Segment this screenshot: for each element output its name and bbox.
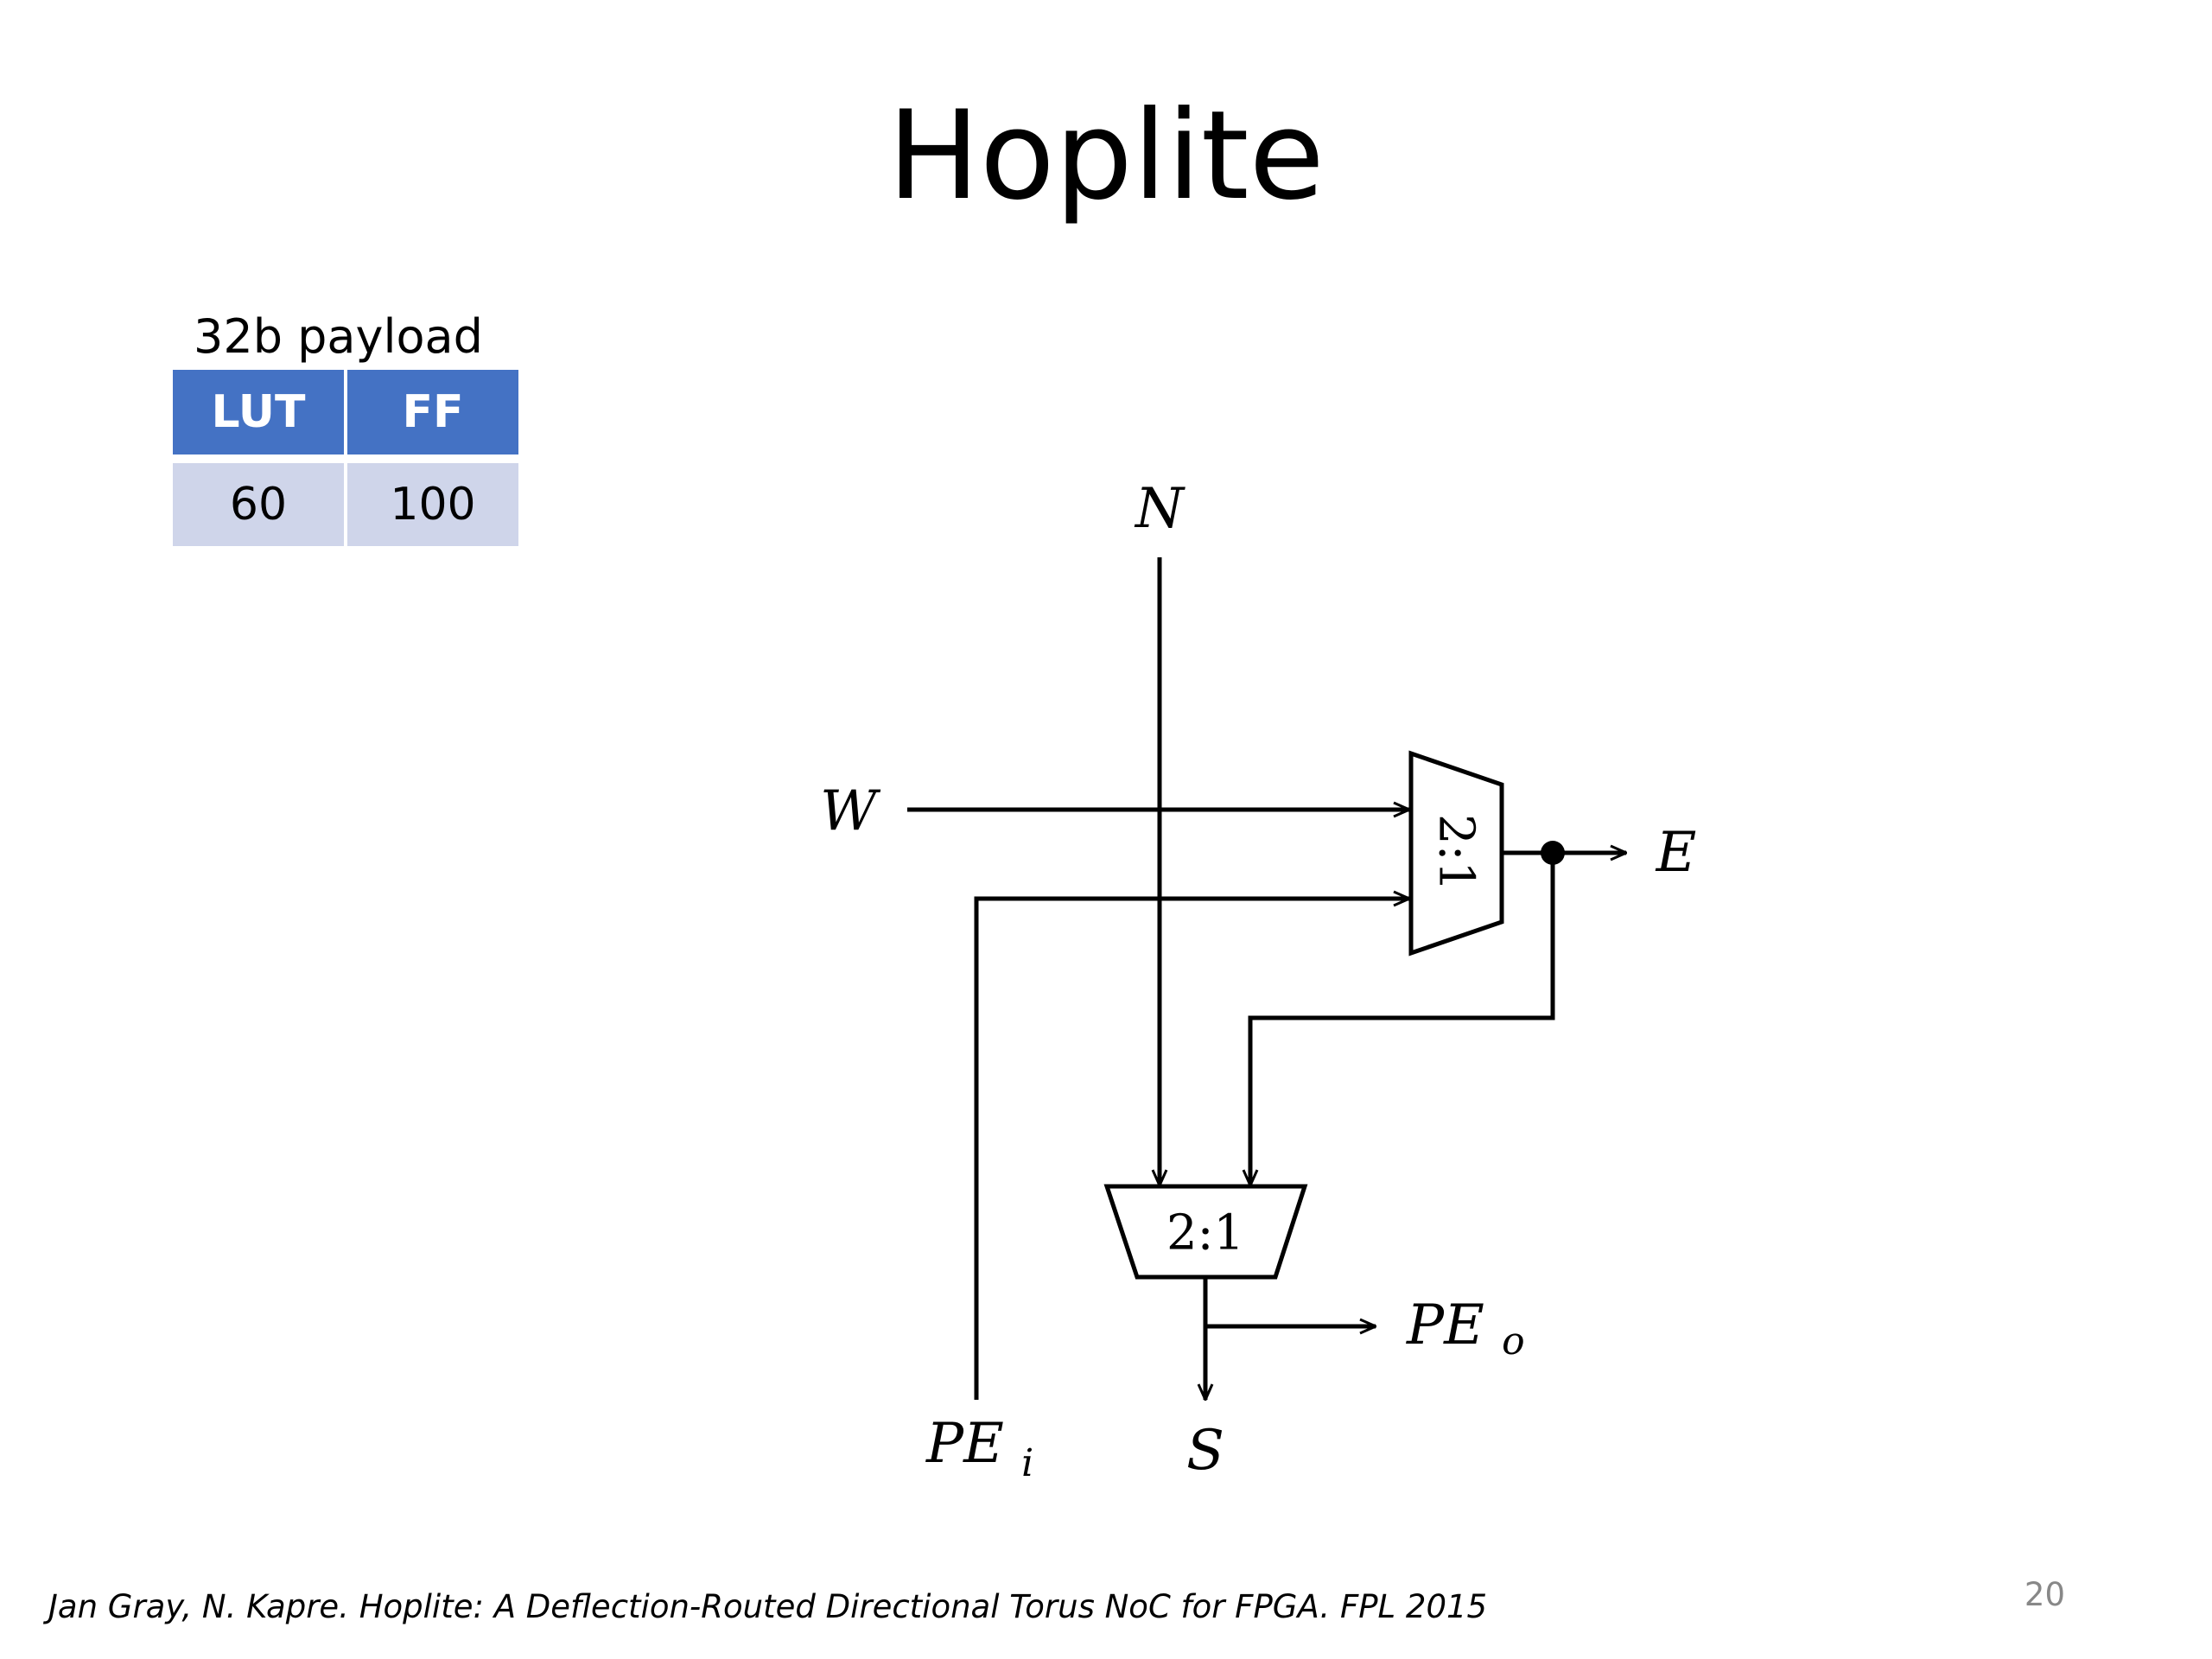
junction-dot xyxy=(1541,841,1565,865)
pe-in-text: PE xyxy=(925,1412,1004,1476)
mux-south xyxy=(1103,1184,1308,1280)
mux-east xyxy=(1408,750,1504,957)
port-label-west: W xyxy=(820,779,881,843)
header-lut: LUT xyxy=(173,370,347,463)
header-ff: FF xyxy=(346,370,518,463)
wire-feedback xyxy=(1250,853,1555,1185)
mux-east-label: 2:1 xyxy=(1428,814,1484,892)
page-number: 20 xyxy=(2024,1576,2065,1613)
wire-pe-in xyxy=(974,899,1409,1400)
port-label-north: N xyxy=(1134,477,1185,541)
value-lut: 60 xyxy=(173,459,347,546)
port-label-pe-out: PE o xyxy=(1406,1294,1525,1363)
port-label-pe-in: PE i xyxy=(925,1412,1033,1485)
mux-south-label: 2:1 xyxy=(1166,1205,1244,1262)
value-ff: 100 xyxy=(346,459,518,546)
resource-table-value-row: 60 100 xyxy=(173,459,518,546)
pe-out-subscript: o xyxy=(1502,1319,1525,1363)
resource-table: LUT FF 60 100 xyxy=(173,370,518,546)
port-label-south: S xyxy=(1186,1419,1224,1483)
pe-out-text: PE xyxy=(1406,1294,1484,1357)
slide-title: Hoplite xyxy=(887,85,1325,227)
port-label-east: E xyxy=(1656,821,1697,885)
table-caption: 32b payload xyxy=(194,309,483,364)
pe-in-subscript: i xyxy=(1021,1441,1033,1485)
resource-table-header-row: LUT FF xyxy=(173,370,518,463)
citation: Jan Gray, N. Kapre. Hoplite: A Deflectio… xyxy=(48,1588,1488,1625)
